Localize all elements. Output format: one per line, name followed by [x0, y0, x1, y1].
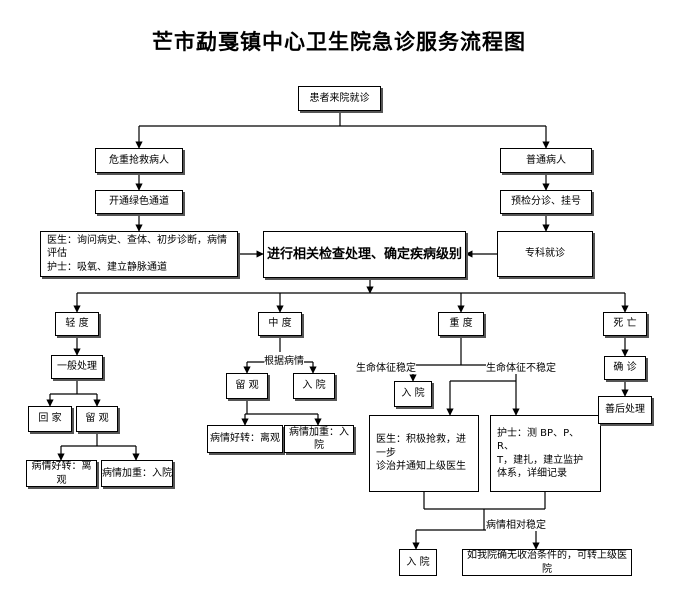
admit-final-node: 入 院 — [399, 549, 437, 576]
general-treatment-node: 一般处理 — [51, 355, 103, 379]
confirm-death-node: 确 诊 — [604, 356, 646, 380]
improve-leave-moderate-node: 病情好转：离观 — [207, 425, 283, 453]
start-node: 患者来院就诊 — [298, 86, 381, 111]
relatively-stable-label: 病情相对稳定 — [486, 516, 546, 531]
specialist-node: 专科就诊 — [497, 231, 593, 277]
green-channel-node: 开通绿色通道 — [95, 190, 183, 214]
transfer-node: 如我院确无收治条件的，可转上级医院 — [462, 549, 632, 576]
severe-node: 重 度 — [438, 312, 484, 336]
doctor-rescue-node: 医生：积极抢救，进一步 诊治并通知上级医生 — [369, 415, 479, 492]
doctor-initial-text: 医生：询问病史、查体、初步诊断，病情评估 — [47, 234, 227, 260]
worse-admit-moderate-node: 病情加重：入院 — [284, 425, 354, 453]
critical-patient-node: 危重抢救病人 — [95, 148, 183, 173]
nurse-monitor-line-3: 体系，详细记录 — [497, 468, 567, 479]
death-node: 死 亡 — [603, 312, 647, 336]
observe-mild-node: 留 观 — [76, 406, 118, 432]
nurse-monitor-node: 护士：测 BP、P、R、 T，建扎，建立监护 体系，详细记录 — [490, 415, 601, 492]
page-title: 芒市勐戛镇中心卫生院急诊服务流程图 — [152, 29, 526, 54]
admit-moderate-node: 入 院 — [293, 373, 335, 399]
doctor-rescue-line-2: 诊治并通知上级医生 — [376, 461, 466, 473]
after-death-node: 善后处理 — [598, 396, 652, 424]
moderate-node: 中 度 — [258, 312, 302, 336]
observe-moderate-node: 留 观 — [226, 373, 268, 399]
normal-patient-node: 普通病人 — [500, 148, 592, 173]
vitals-unstable-label: 生命体征不稳定 — [486, 359, 556, 374]
mild-node: 轻 度 — [55, 312, 99, 336]
by-condition-label: 根据病情 — [264, 352, 304, 367]
triage-node: 预检分诊、挂号 — [500, 190, 592, 214]
go-home-node: 回 家 — [28, 406, 72, 432]
improve-leave-mild-node: 病情好转：离观 — [26, 460, 97, 487]
vitals-stable-label: 生命体征稳定 — [356, 359, 416, 374]
nurse-monitor-line-1: 护士：测 BP、P、R、 — [497, 427, 580, 453]
nurse-monitor-line-2: T，建扎，建立监护 — [497, 454, 584, 466]
doctor-rescue-line-1: 医生：积极抢救，进一步 — [376, 434, 466, 459]
worse-admit-mild-node: 病情加重：入院 — [101, 460, 173, 487]
admit-stable-node: 入 院 — [394, 381, 432, 407]
nurse-initial-text: 护士：吸氧、建立静脉通道 — [47, 261, 167, 273]
doctor-nurse-initial-node: 医生：询问病史、查体、初步诊断，病情评估 护士：吸氧、建立静脉通道 — [40, 231, 238, 277]
exam-node: 进行相关检查处理、确定疾病级别 — [263, 231, 466, 278]
